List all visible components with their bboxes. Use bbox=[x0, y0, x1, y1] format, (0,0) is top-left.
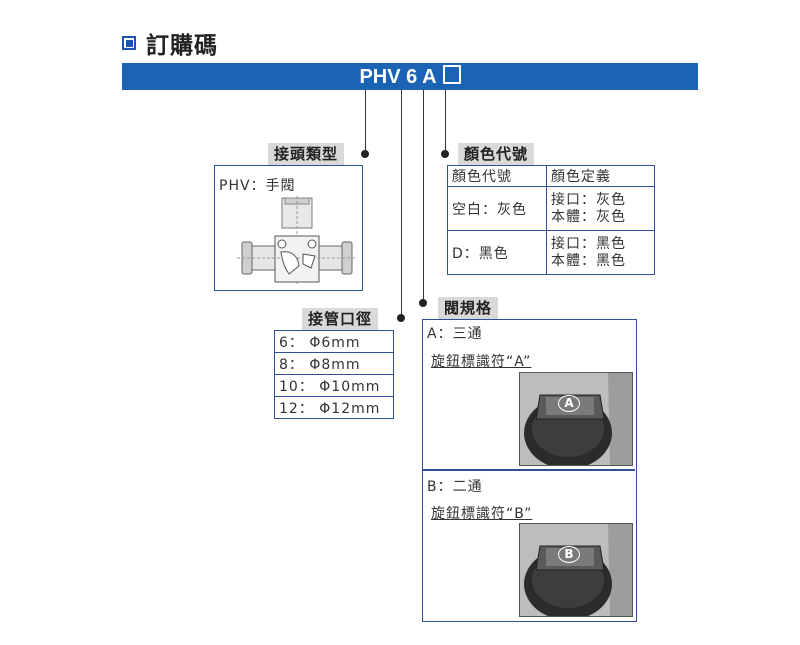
knob-a-letter: A bbox=[558, 395, 580, 412]
connector-line-color bbox=[445, 90, 446, 154]
port-size-label: 接管口徑 bbox=[302, 308, 379, 330]
connector-dot-color bbox=[441, 150, 449, 158]
color-code-row-def: 本體：黑色 bbox=[551, 252, 626, 269]
port-size-table: 6： Φ6mm 8： Φ8mm 10： Φ10mm 12： Φ12mm bbox=[274, 330, 394, 419]
color-code-row-def: 接口：灰色 bbox=[551, 191, 626, 208]
color-code-header-code: 顏色代號 bbox=[447, 165, 547, 187]
valve-a-note: 旋鈕標識符“A” bbox=[431, 354, 532, 370]
connector-dot-port bbox=[397, 314, 405, 322]
connector-dot-valve bbox=[419, 299, 427, 307]
port-size-row: 10： Φ10mm bbox=[274, 374, 394, 397]
knob-b-image: B bbox=[519, 523, 633, 617]
color-code-table: 顏色代號 顏色定義 空白：灰色 接口：灰色 本體：灰色 D：黑色 接口：黑色 本… bbox=[447, 165, 655, 275]
joint-type-content: PHV：手閥 bbox=[219, 178, 296, 194]
connector-line-valve bbox=[423, 90, 424, 302]
port-size-row: 12： Φ12mm bbox=[274, 396, 394, 419]
port-size-row: 8： Φ8mm bbox=[274, 352, 394, 375]
section-title: 訂購碼 bbox=[122, 26, 218, 60]
connector-dot-joint bbox=[361, 150, 369, 158]
color-code-label: 顏色代號 bbox=[458, 143, 535, 165]
color-code-row-def: 本體：灰色 bbox=[551, 208, 626, 225]
valve-divider bbox=[423, 469, 635, 471]
connector-line-joint bbox=[365, 90, 366, 154]
title-text: 訂購碼 bbox=[146, 33, 218, 59]
knob-b-letter: B bbox=[558, 546, 580, 563]
valve-b-title: B：二通 bbox=[427, 479, 483, 495]
joint-type-label: 接頭類型 bbox=[268, 143, 345, 165]
valve-spec-panel: A：三通 旋鈕標識符“A” A B：二通 旋鈕標識符“B” B bbox=[422, 319, 637, 622]
connector-line-port bbox=[401, 90, 402, 318]
joint-type-panel: PHV：手閥 bbox=[214, 165, 363, 291]
square-bullet-icon bbox=[122, 36, 136, 50]
valve-spec-label: 閥規格 bbox=[438, 297, 499, 319]
hand-valve-image bbox=[237, 196, 357, 286]
color-code-header-def: 顏色定義 bbox=[546, 165, 655, 187]
color-code-row-code: 空白：灰色 bbox=[447, 186, 547, 231]
valve-a-title: A：三通 bbox=[427, 326, 483, 342]
order-code-bar: PHV 6 A bbox=[122, 63, 698, 90]
order-code-text: PHV 6 A bbox=[359, 66, 437, 88]
placeholder-box-icon bbox=[442, 65, 461, 84]
color-code-row-code: D：黑色 bbox=[447, 230, 547, 275]
valve-b-note: 旋鈕標識符“B” bbox=[431, 506, 533, 522]
color-code-row-def: 接口：黑色 bbox=[551, 235, 626, 252]
knob-a-image: A bbox=[519, 372, 633, 466]
port-size-row: 6： Φ6mm bbox=[274, 330, 394, 353]
